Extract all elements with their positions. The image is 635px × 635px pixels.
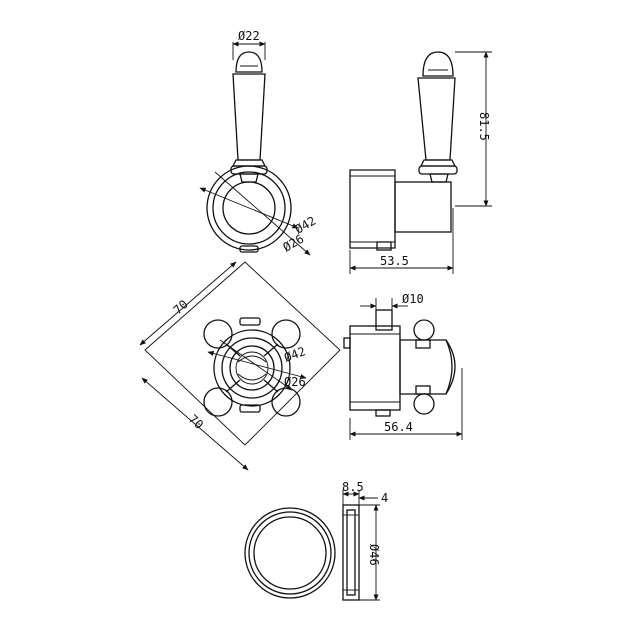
dim-flange-diameter: Ø46 xyxy=(367,544,381,566)
dim-flange-step: 4 xyxy=(381,491,388,505)
cross-front-view: 70 70 Ø42 Ø26 xyxy=(139,261,341,471)
dim-lever-top-diameter: Ø22 xyxy=(238,29,260,43)
dim-flange-depth: 8.5 xyxy=(342,480,364,494)
dim-cross-ring-inner: Ø26 xyxy=(284,375,306,389)
dim-lever-depth: 53.5 xyxy=(380,254,409,268)
flange-side-view: 8.5 4 Ø46 xyxy=(342,480,388,601)
lever-side-view: 81.5 53.5 xyxy=(349,51,492,274)
dim-cross-width-a: 70 xyxy=(171,297,191,317)
flange-front-view xyxy=(244,507,336,599)
dim-cross-ring-outer: Ø42 xyxy=(282,344,307,365)
dim-lever-height: 81.5 xyxy=(477,112,491,141)
dim-spindle-diameter: Ø10 xyxy=(402,292,424,306)
dim-cross-depth: 56.4 xyxy=(384,420,413,434)
cross-side-view: Ø10 56.4 xyxy=(343,292,463,440)
dim-lever-ring-inner: Ø26 xyxy=(281,232,307,255)
lever-front-view: Ø22 Ø42 Ø26 xyxy=(199,29,318,256)
dim-cross-width-b: 70 xyxy=(186,412,206,432)
